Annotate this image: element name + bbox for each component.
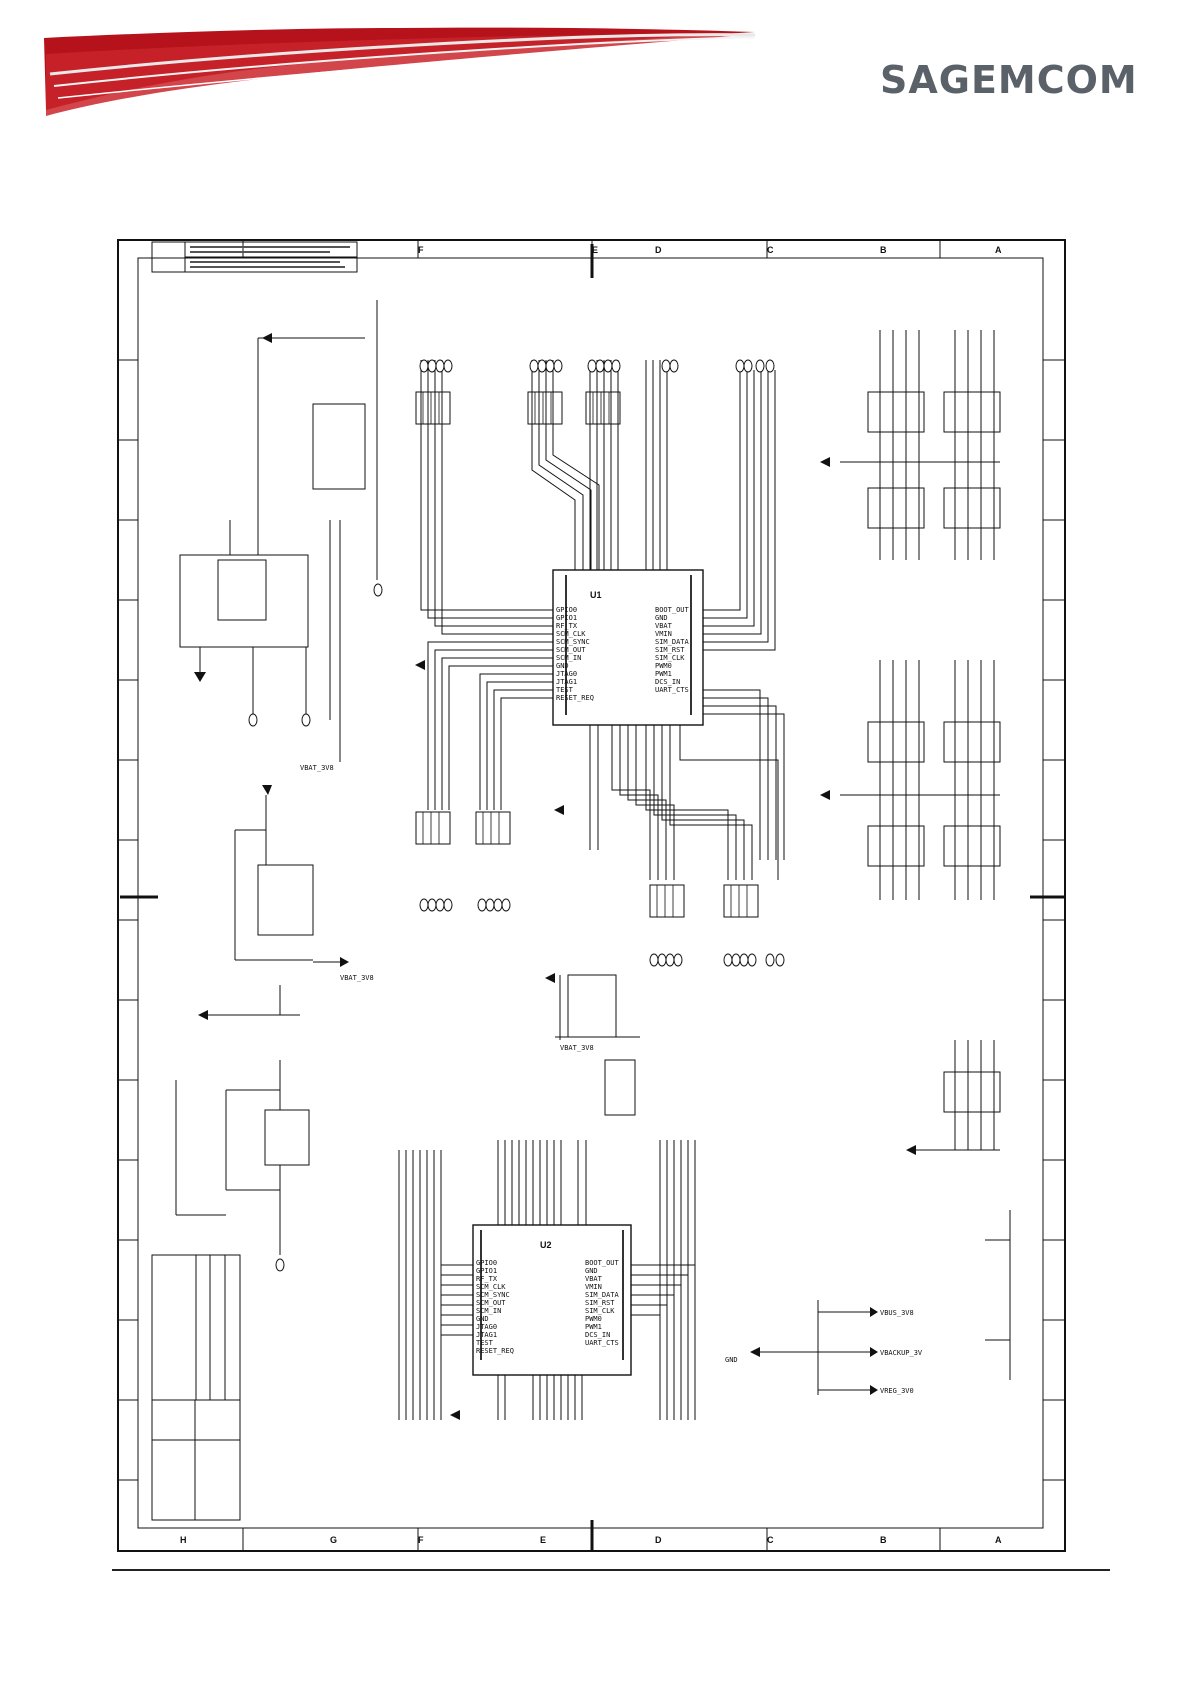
chip-u1-pin-right: BOOT_OUT [655,606,690,614]
chip-u2-pin-left: TEST [476,1339,494,1347]
chip-u2-pin-left: GND [476,1315,489,1323]
chip-u1-pin-right: SIM_CLK [655,654,685,662]
chip-u1-pin-right: VMIN [655,630,672,638]
chip-u2-pin-right: UART_CTS [585,1339,619,1347]
frame-col-letter-top: B [880,245,887,255]
frame-col-letter-bottom: E [540,1535,546,1545]
net-label: VBUS_3V8 [880,1309,914,1317]
chip-u2-ref: U2 [540,1240,552,1250]
chip-u1-pin-left: JTAG1 [556,678,577,686]
chip-u1-pin-left: TEST [556,686,574,694]
net-label: VBACKUP_3V [880,1349,923,1357]
chip-u1-pin-left: SCM_IN [556,654,581,662]
frame-col-letter-top: E [592,245,598,255]
chip-u2-pin-left: RESET_REQ [476,1347,514,1355]
chip-u2-pin-labels-left: GPIO0GPIO1RF_TXSCM_CLKSCM_SYNCSCM_OUTSCM… [476,1259,514,1355]
frame-col-letter-bottom: B [880,1535,887,1545]
frame-col-letter-bottom: G [330,1535,337,1545]
frame-col-letter-bottom: A [995,1535,1002,1545]
gnd-label: GND [725,1356,738,1364]
chip-u1-pin-left: SCM_CLK [556,630,586,638]
chip-u2-pin-right: SIM_DATA [585,1291,620,1299]
chip-u2-pin-left: JTAG0 [476,1323,497,1331]
chip-u2-pin-left: SCM_CLK [476,1283,506,1291]
chip-u2-pin-left: GPIO0 [476,1259,497,1267]
chip-u1-pin-left: SCM_SYNC [556,638,590,646]
connector-label-vbat-2: VBAT_3V8 [560,1044,594,1052]
chip-u2-pin-left: RF_TX [476,1275,498,1283]
chip-u1-pin-left: GND [556,662,569,670]
frame-col-letter-bottom: F [418,1535,424,1545]
chip-u2-pin-right: GND [585,1267,598,1275]
chip-u1-pin-right: DCS_IN [655,678,680,686]
chip-u1-pin-right: PWM0 [655,662,672,670]
frame-col-letter-bottom: C [767,1535,774,1545]
chip-u2-pin-right: SIM_RST [585,1299,615,1307]
net-label: VREG_3V0 [880,1387,914,1395]
connector-label-vbat-1: VBAT_3V8 [340,974,374,982]
chip-u2-pin-left: SCM_SYNC [476,1291,510,1299]
chip-u1-pin-right: PWM1 [655,670,672,678]
chip-u1-pin-left: JTAG0 [556,670,577,678]
chip-u2-pin-right: BOOT_OUT [585,1259,620,1267]
chip-u1-pin-left: SCM_OUT [556,646,586,654]
frame-col-letter-top: F [418,245,424,255]
chip-u1-pin-right: VBAT [655,622,673,630]
frame-col-letter-top: C [767,245,774,255]
chip-u1-ref: U1 [590,590,602,600]
chip-u1-pin-right: GND [655,614,668,622]
chip-u2-pin-labels-right: BOOT_OUTGNDVBATVMINSIM_DATASIM_RSTSIM_CL… [585,1259,620,1347]
chip-u2-pin-right: PWM1 [585,1323,602,1331]
chip-u2-pin-left: GPIO1 [476,1267,497,1275]
header-swoosh-graphic [44,27,756,116]
chip-u2-pin-right: PWM0 [585,1315,602,1323]
frame-col-letter-bottom: H [180,1535,187,1545]
chip-u1-pin-left: RESET_REQ [556,694,594,702]
chip-u1-pin-right: SIM_DATA [655,638,690,646]
chip-u2-pin-right: VMIN [585,1283,602,1291]
chip-u1-pin-right: UART_CTS [655,686,689,694]
footer-rule [112,1569,1110,1571]
chip-u2-pin-left: JTAG1 [476,1331,497,1339]
chip-u2-pin-left: SCM_IN [476,1307,501,1315]
chip-u1-pin-left: GPIO0 [556,606,577,614]
brand-logo: SAGEMCOM [880,58,1138,102]
chip-u2-pin-right: SIM_CLK [585,1307,615,1315]
chip-u1-pin-labels-right: BOOT_OUTGNDVBATVMINSIM_DATASIM_RSTSIM_CL… [655,606,690,694]
chip-u1-pin-left: RF_TX [556,622,578,630]
frame-col-letter-bottom: D [655,1535,662,1545]
chip-u2-pin-left: SCM_OUT [476,1299,506,1307]
chip-u1-pin-right: SIM_RST [655,646,685,654]
connector-label-vbat-3: VBAT_3V8 [300,764,334,772]
chip-u2-pin-right: DCS_IN [585,1331,610,1339]
chip-u1-pin-left: GPIO1 [556,614,577,622]
chip-u2-pin-right: VBAT [585,1275,603,1283]
frame-col-letter-top: D [655,245,662,255]
chip-u1-pin-labels-left: GPIO0GPIO1RF_TXSCM_CLKSCM_SYNCSCM_OUTSCM… [556,606,594,702]
frame-col-letter-top: A [995,245,1002,255]
